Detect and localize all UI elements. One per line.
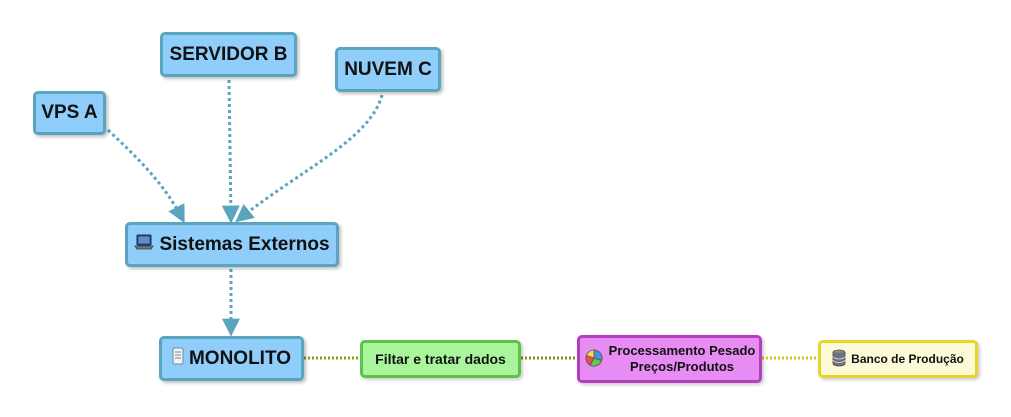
pie-chart-icon <box>584 348 604 371</box>
node-nuvem-c-label: NUVEM C <box>344 58 432 80</box>
node-filtrar-label: Filtar e tratar dados <box>375 351 506 367</box>
node-processamento-line2: Preços/Produtos <box>629 359 735 374</box>
node-monolito-label: MONOLITO <box>188 347 292 369</box>
node-servidor-b-label: SERVIDOR B <box>169 43 288 65</box>
node-processamento[interactable]: Processamento Pesado Preços/Produtos <box>577 335 762 383</box>
node-banco[interactable]: Banco de Produção <box>818 340 978 378</box>
edge-servidor-b-to-sistemas <box>221 79 240 224</box>
node-vps-a-label: VPS A <box>41 102 98 123</box>
database-icon <box>832 349 846 370</box>
node-servidor-b[interactable]: SERVIDOR B <box>160 32 297 77</box>
edge-nuvem-c-to-sistemas <box>235 94 384 223</box>
node-filtrar[interactable]: Filtar e tratar dados <box>360 340 521 378</box>
node-nuvem-c[interactable]: NUVEM C <box>335 47 441 92</box>
edge-vps-a-to-sistemas <box>106 128 185 224</box>
node-monolito[interactable]: MONOLITO <box>159 336 304 381</box>
laptop-icon <box>134 234 155 256</box>
server-icon <box>172 347 184 371</box>
node-vps-a[interactable]: VPS A <box>33 91 106 135</box>
node-banco-label: Banco de Produção <box>851 352 964 366</box>
node-sistemas-externos[interactable]: Sistemas Externos <box>125 222 339 267</box>
node-sistemas-externos-label: Sistemas Externos <box>159 233 330 255</box>
node-processamento-line1: Processamento Pesado <box>608 343 756 358</box>
